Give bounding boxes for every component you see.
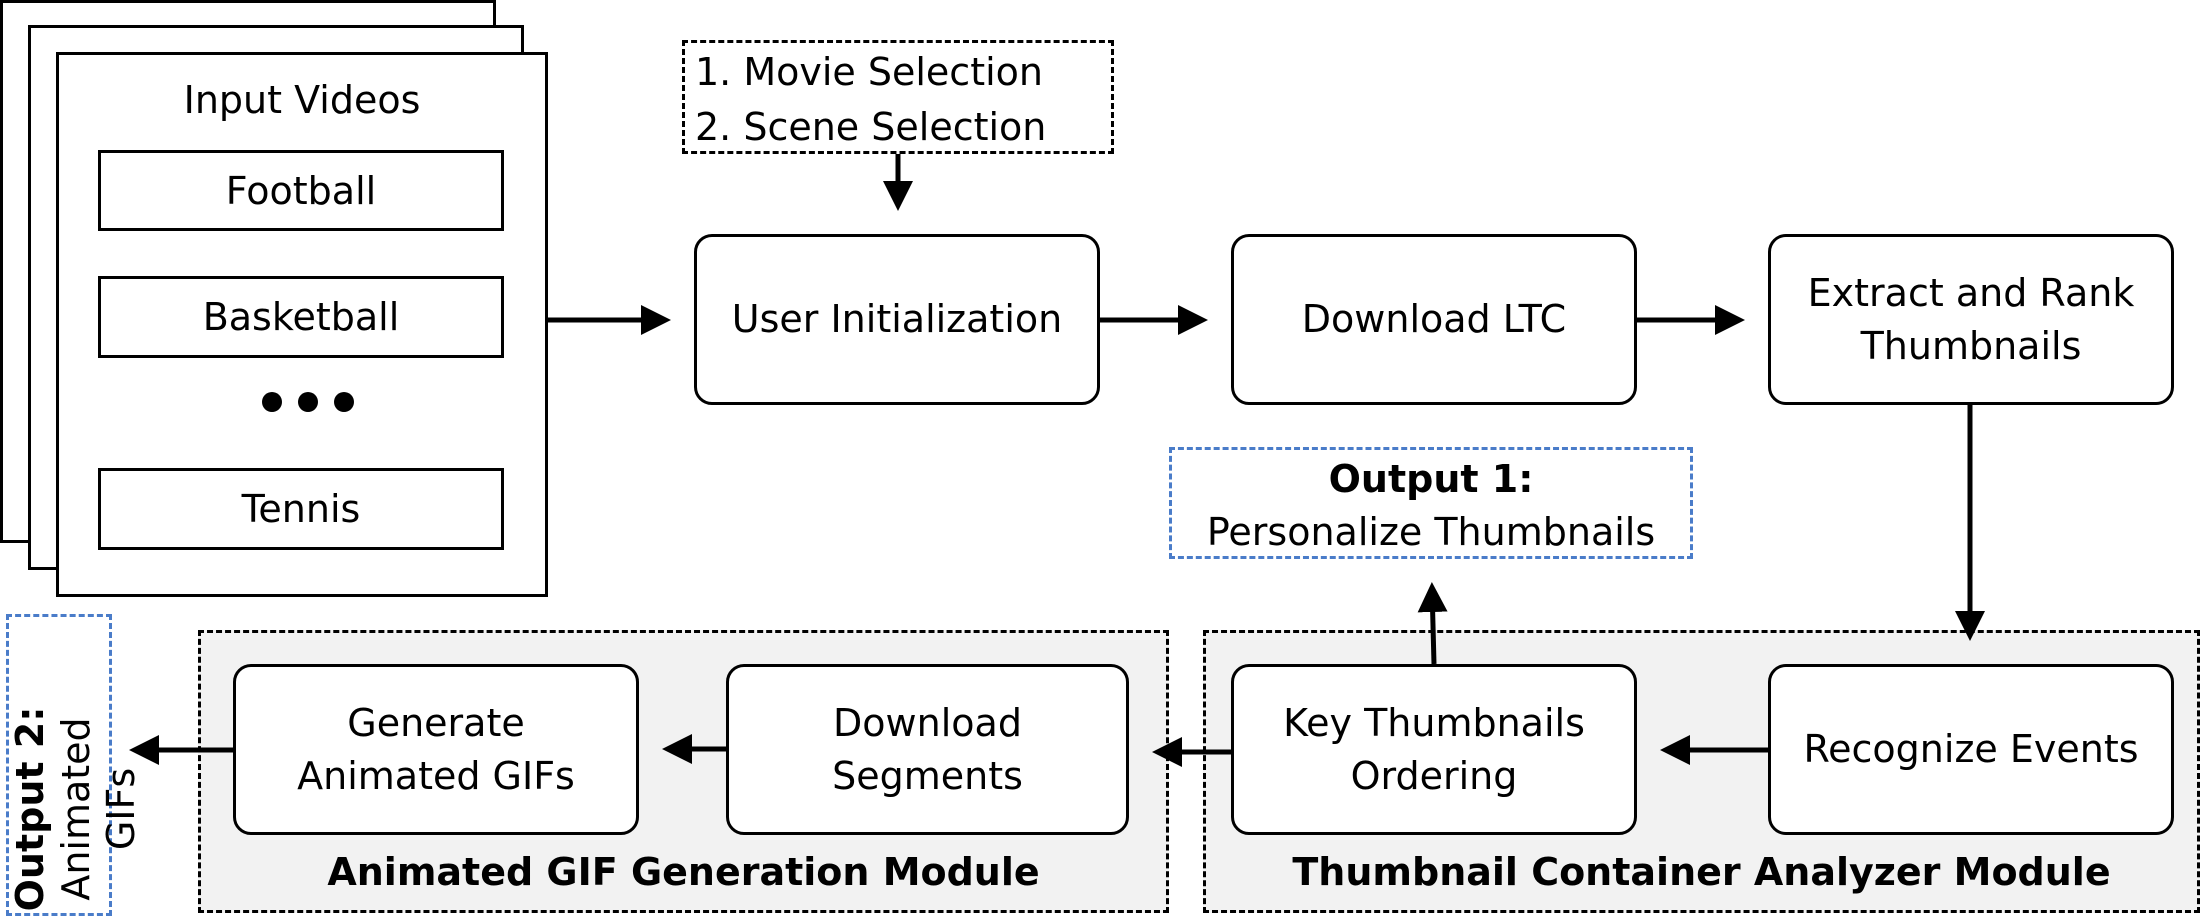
generate-label-line2: Animated GIFs [297,753,575,798]
download-segments-label-line1: Download [833,701,1022,746]
download-ltc-label: Download LTC [1301,297,1567,342]
gif-module-label: Animated GIF Generation Module [327,850,1040,894]
video-item-tennis: Tennis [98,468,504,550]
output-2-box [6,614,112,916]
extract-rank-thumbnails-box: Extract and Rank Thumbnails [1768,234,2174,405]
user-initialization-box: User Initialization [694,234,1100,405]
generate-label-line1: Generate [347,701,525,746]
input-videos-title: Input Videos [183,78,421,122]
generate-animated-gifs-box: Generate Animated GIFs [233,664,639,835]
selection-option-2: 2. Scene Selection [695,105,1047,150]
extract-rank-label-line2: Thumbnails [1860,323,2082,368]
output-1-box: Output 1: Personalize Thumbnails [1169,447,1693,559]
key-ordering-label-line2: Ordering [1350,753,1518,798]
more-items-ellipsis [262,392,354,412]
download-segments-label-line2: Segments [832,753,1023,798]
selection-option-1: 1. Movie Selection [695,50,1043,94]
user-initialization-label: User Initialization [731,297,1063,342]
recognize-events-label: Recognize Events [1803,727,2139,772]
video-item-basketball: Basketball [98,276,504,358]
output-1-label: Output 1: [1328,457,1534,501]
arrow-key-ordering-to-output-1 [1417,582,1448,665]
video-item-football: Football [98,150,504,231]
analyzer-module-label: Thumbnail Container Analyzer Module [1292,850,2111,894]
recognize-events-box: Recognize Events [1768,664,2174,835]
output-1-text: Personalize Thumbnails [1206,510,1656,555]
key-thumbnails-ordering-box: Key Thumbnails Ordering [1231,664,1637,835]
download-segments-box: Download Segments [726,664,1129,835]
selection-options-box: 1. Movie Selection 2. Scene Selection [682,40,1114,154]
extract-rank-label-line1: Extract and Rank [1807,271,2135,316]
key-ordering-label-line1: Key Thumbnails [1283,701,1585,746]
download-ltc-box: Download LTC [1231,234,1637,405]
